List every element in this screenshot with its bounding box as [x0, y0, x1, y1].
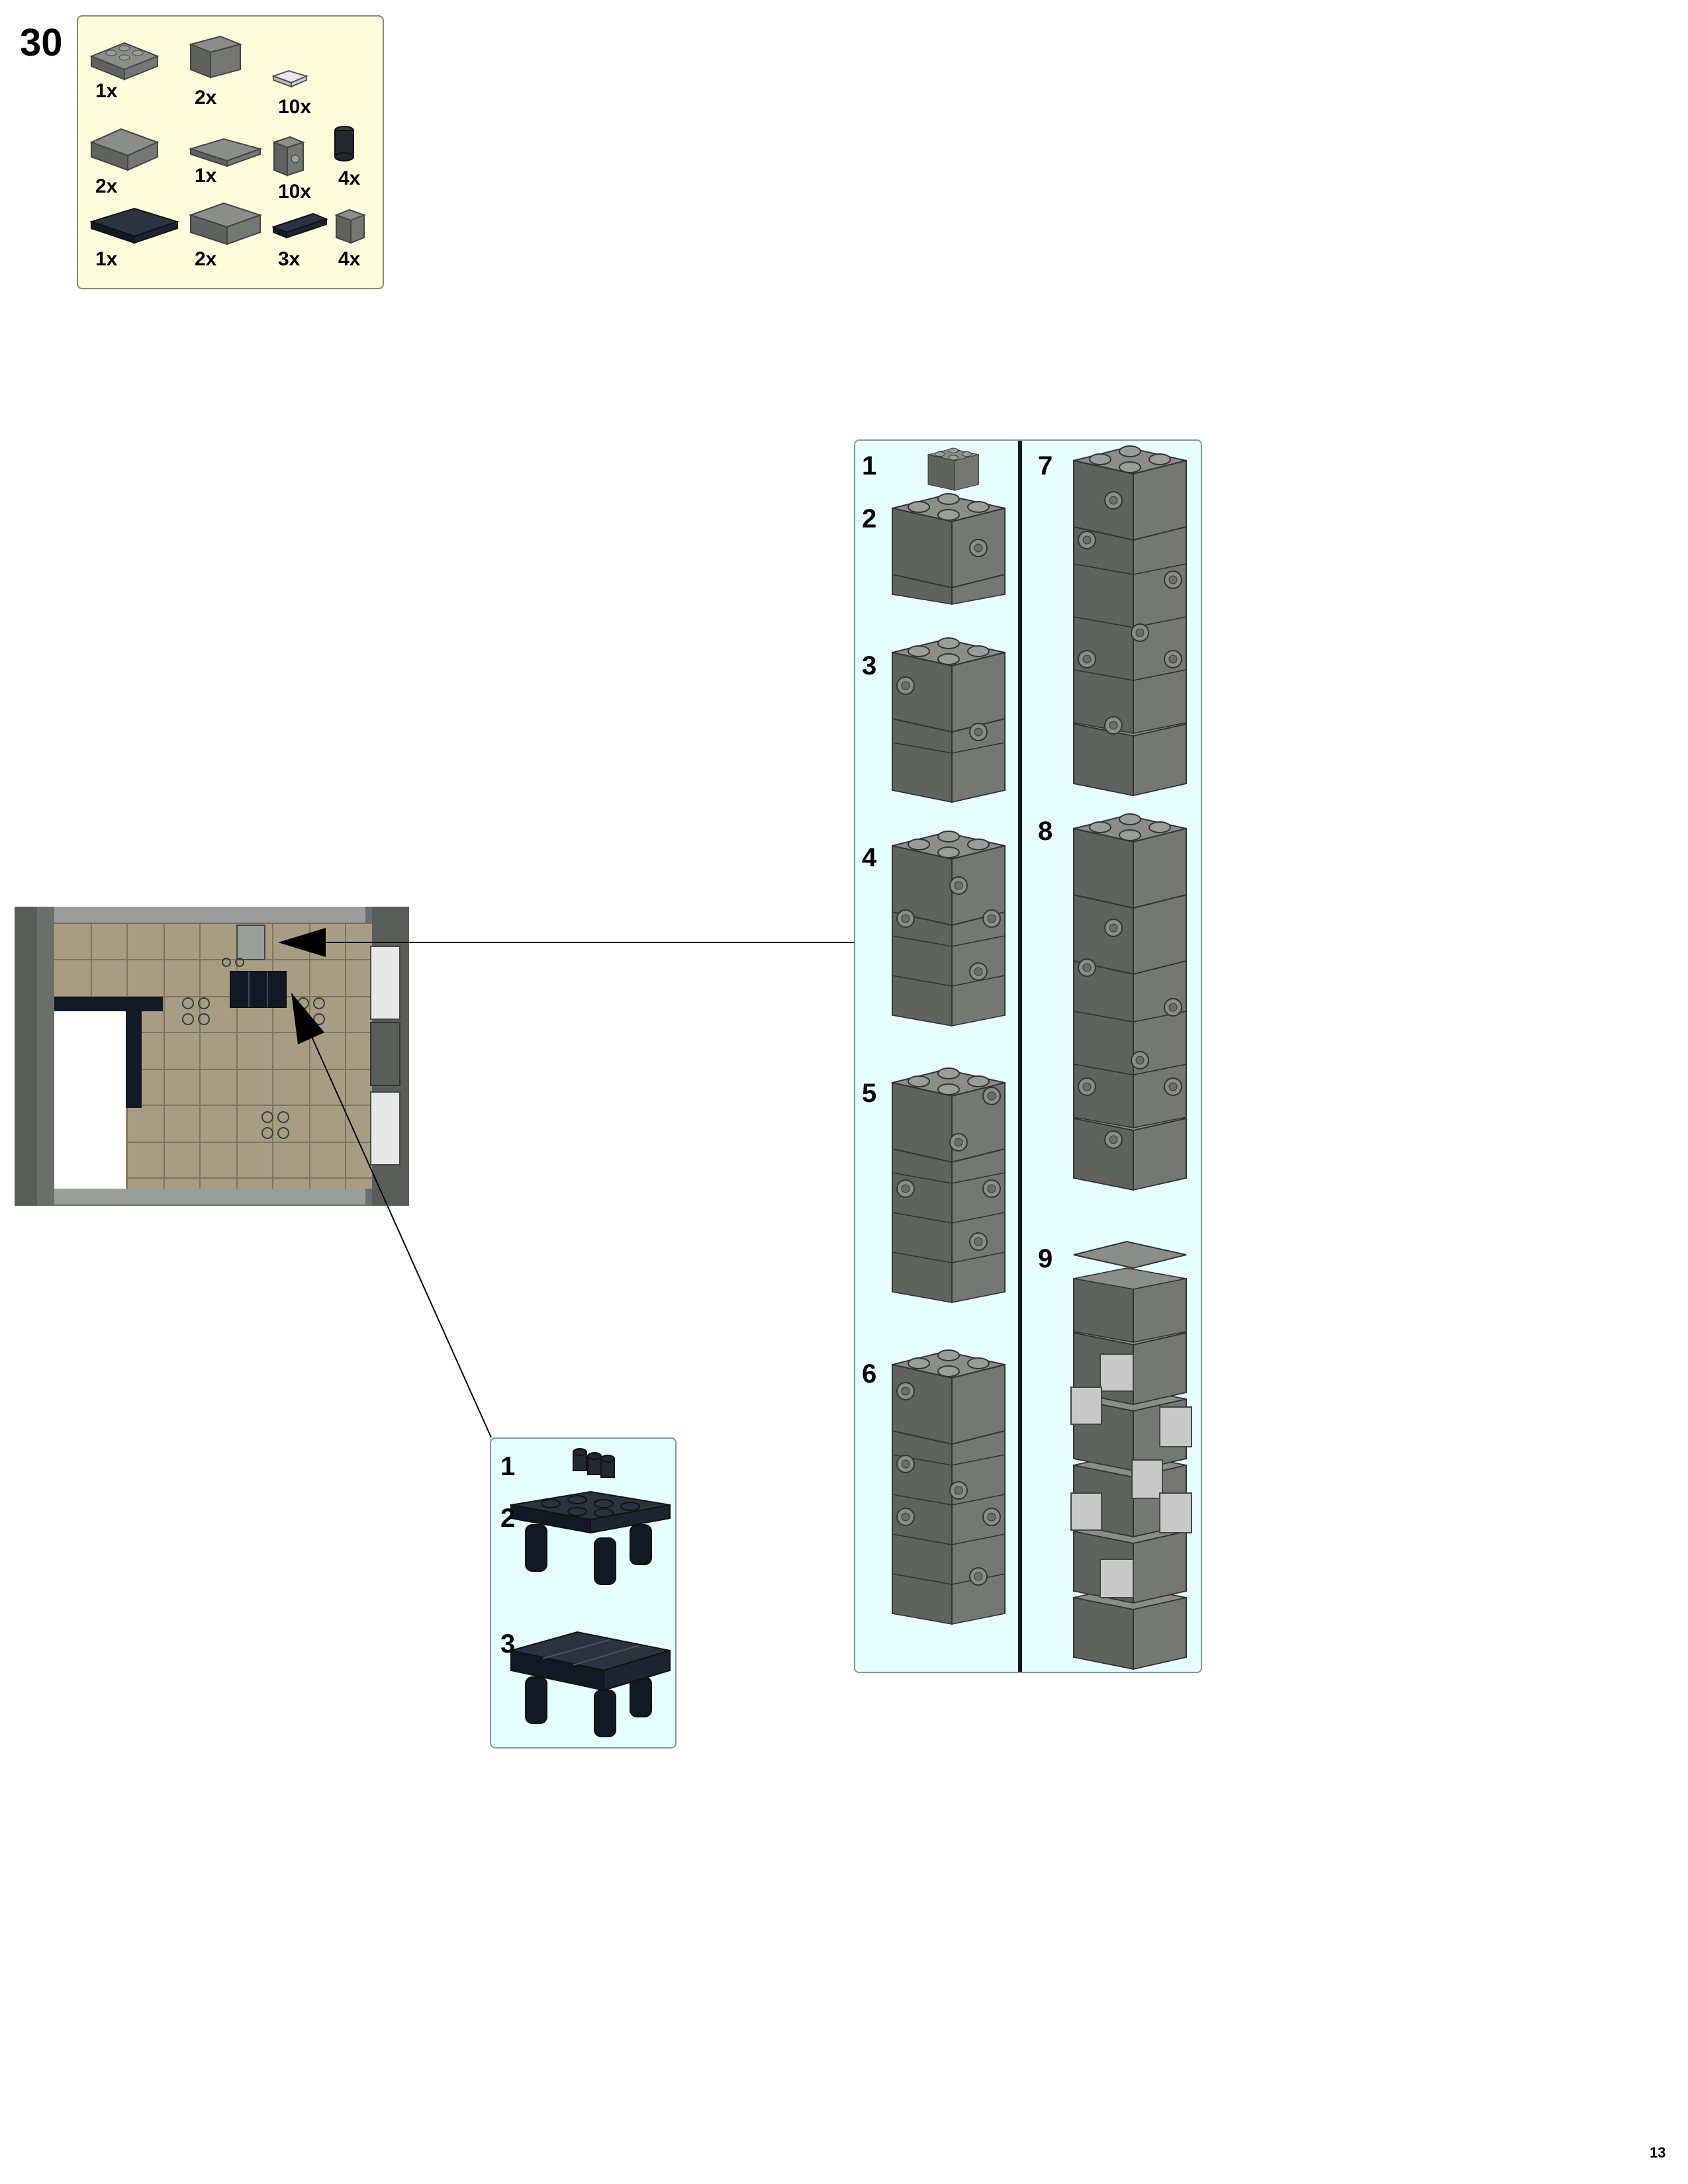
plate-2x4-black-icon — [89, 207, 180, 244]
substep-number: 3 — [862, 651, 877, 680]
substep-number: 6 — [862, 1359, 877, 1388]
substep-number: 2 — [500, 1504, 516, 1533]
brick-2x3-icon — [188, 202, 263, 246]
brick-1x1-icon — [334, 208, 366, 244]
substep-number: 4 — [862, 843, 877, 872]
brick-with-side-stud-icon — [272, 136, 305, 177]
part-qty: 4x — [338, 248, 361, 270]
part-qty: 10x — [278, 181, 312, 203]
brick-2x4-icon — [89, 42, 160, 81]
part-qty: 2x — [195, 248, 217, 270]
part-qty: 1x — [95, 80, 118, 102]
parts-icons — [89, 35, 366, 246]
round-brick-black-icon — [334, 126, 354, 161]
substep-number: 1 — [862, 451, 877, 480]
substep-number: 1 — [500, 1452, 516, 1481]
pillar-builds — [892, 445, 1192, 1670]
part-qty: 2x — [195, 87, 217, 109]
table-substep-panel: 1 2 3 — [490, 1437, 677, 1749]
floor-plan — [15, 907, 409, 1206]
table-builds — [510, 1448, 671, 1737]
part-qty: 2x — [95, 175, 118, 197]
part-qty: 1x — [195, 165, 217, 187]
substep-number: 3 — [500, 1629, 516, 1659]
brick-1x2-icon — [188, 35, 243, 79]
substep-number: 2 — [862, 504, 877, 533]
step-number: 30 — [20, 21, 63, 64]
part-qty: 4x — [338, 167, 361, 189]
floor-plan-drawing — [15, 907, 409, 1206]
tile-1x1-icon — [271, 69, 308, 88]
part-qty: 1x — [95, 248, 118, 270]
substep-number: 9 — [1038, 1244, 1053, 1273]
plate-flat-icon — [188, 138, 263, 167]
page-number: 13 — [1650, 2144, 1666, 2161]
substep-number: 5 — [862, 1079, 877, 1108]
brick-2x2-icon — [89, 128, 160, 171]
panel-divider — [1018, 441, 1022, 1672]
part-qty: 10x — [278, 96, 312, 118]
part-qty: 3x — [278, 248, 301, 270]
substep-number: 7 — [1038, 451, 1053, 480]
parts-list: 1x 2x 10x 2x 1x 10x 4x 1x 2x 3x 4x — [77, 15, 384, 289]
tile-1x4-black-icon — [271, 212, 328, 239]
pillar-substep-panel: 1 2 3 4 5 6 7 8 9 — [854, 439, 1202, 1673]
substep-number: 8 — [1038, 817, 1053, 846]
